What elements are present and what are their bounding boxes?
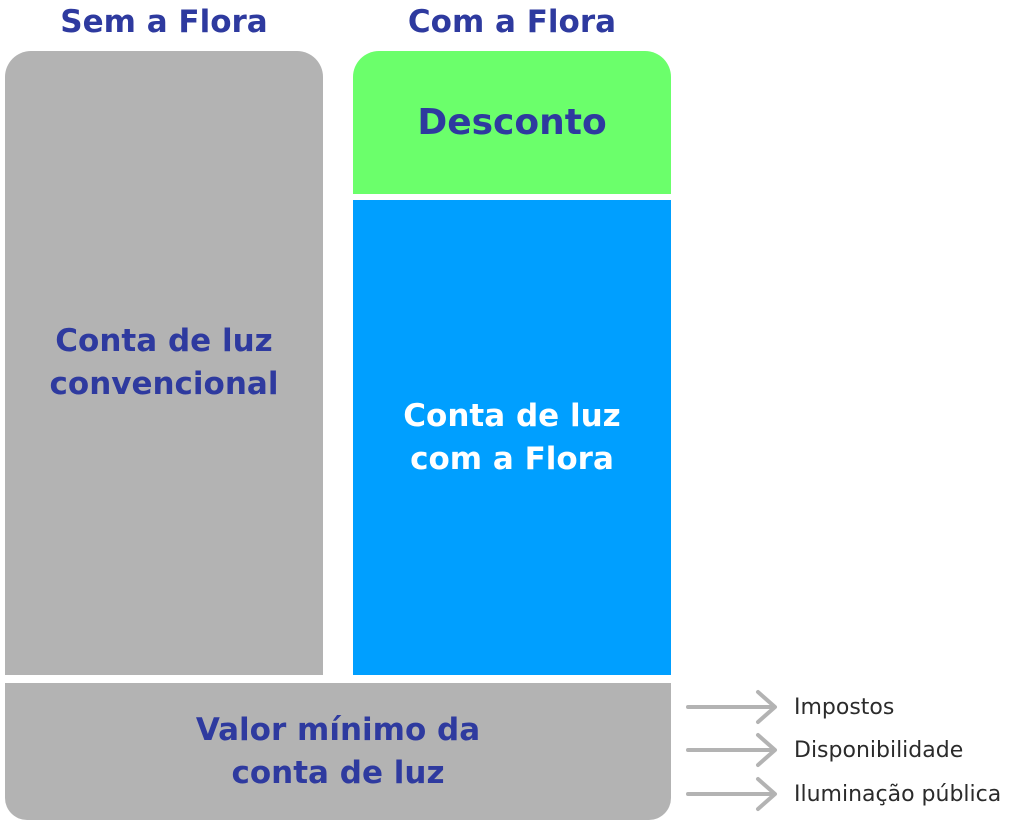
discount-label: Desconto — [417, 101, 607, 143]
conventional-bill-box: Conta de luz convencional — [5, 51, 323, 675]
flora-bill-line-2: com a Flora — [410, 440, 614, 477]
title-com-a-flora: Com a Flora — [407, 4, 617, 40]
flora-bill-line-1: Conta de luz — [403, 397, 621, 434]
component-iluminacao-publica: Iluminação pública — [686, 776, 1001, 812]
minimum-value-box: Valor mínimo da conta de luz — [5, 683, 671, 820]
arrow-right-icon — [686, 777, 777, 811]
title-sem-a-flora: Sem a Flora — [60, 4, 268, 40]
arrow-right-icon — [686, 733, 777, 767]
arrow-right-icon — [686, 690, 777, 724]
conventional-bill-line-1: Conta de luz — [55, 323, 273, 360]
minimum-value-line-2: conta de luz — [231, 754, 445, 791]
component-label: Impostos — [794, 694, 895, 720]
minimum-value-line-1: Valor mínimo da — [195, 711, 481, 748]
component-impostos: Impostos — [686, 689, 894, 725]
component-label: Iluminação pública — [794, 781, 1002, 807]
discount-box: Desconto — [353, 51, 671, 194]
conventional-bill-line-2: convencional — [49, 366, 279, 402]
flora-bill-box: Conta de luz com a Flora — [353, 200, 671, 675]
component-label: Disponibilidade — [794, 737, 964, 763]
component-disponibilidade: Disponibilidade — [686, 732, 963, 768]
